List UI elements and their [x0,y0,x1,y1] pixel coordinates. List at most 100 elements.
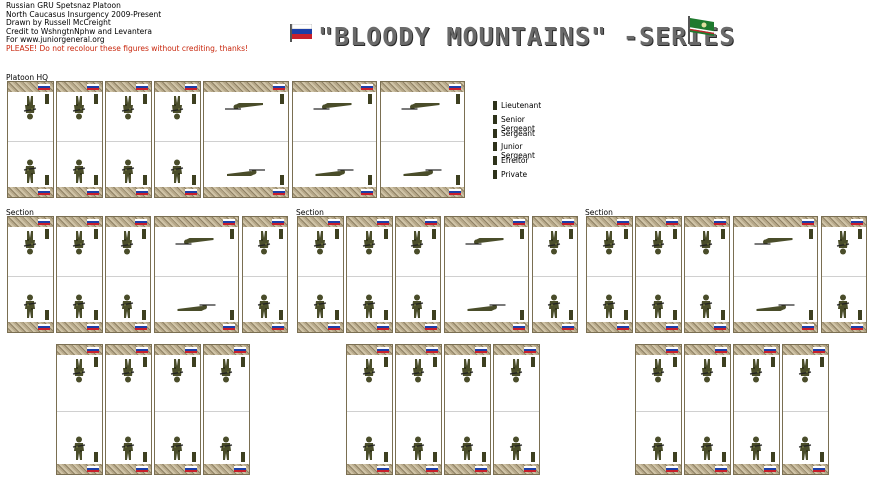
terrain-base [636,217,681,227]
russian-flag-icon [617,324,629,330]
russian-flag-icon [87,347,99,353]
rank-insignia-icon [192,94,196,104]
soldier-figure-icon [749,359,763,383]
terrain-base [636,322,681,332]
rank-insignia-icon [335,229,339,239]
terrain-base [533,322,577,332]
rank-insignia-icon [493,101,497,110]
russian-flag-icon [234,466,246,472]
terrain-base [783,464,828,474]
terrain-base [57,82,102,92]
soldier-figure-icon [23,231,37,255]
figure-card [493,344,540,475]
rank-insignia-icon [94,310,98,320]
rank-insignia-icon [45,310,49,320]
terrain-base [204,464,249,474]
soldier-figure-icon [836,294,850,318]
terrain-base [347,345,392,355]
figure-card [821,216,867,333]
figure-card [684,216,730,333]
terrain-base [243,322,287,332]
fold-line [106,410,151,412]
rank-insignia-icon [94,357,98,367]
figure-card [733,344,780,475]
terrain-base [636,464,681,474]
fold-line [347,275,392,277]
terrain-base [243,217,287,227]
rank-insignia-icon [192,357,196,367]
figure-card [154,344,201,475]
russian-flag-icon [377,466,389,472]
rank-insignia-icon [858,229,862,239]
terrain-base [783,345,828,355]
rank-insignia-icon [241,357,245,367]
figure-card [242,216,288,333]
terrain-base [8,322,53,332]
rank-insignia-icon [142,310,146,320]
section-label: Section [585,208,613,217]
soldier-figure-icon [72,294,86,318]
soldier-figure-icon [257,294,271,318]
soldier-figure-icon [121,359,135,383]
soldier-figure-icon [509,436,523,460]
fold-line [783,410,828,412]
rank-insignia-icon [143,452,147,462]
prone-soldier-icon [467,304,506,311]
russian-flag-icon [377,324,389,330]
russian-flag-icon [425,324,437,330]
section-label: Section [6,208,34,217]
rank-insignia-icon [142,229,146,239]
fold-line [155,410,200,412]
rank-insignia-icon [279,310,283,320]
russian-flag-icon [666,347,678,353]
figure-card [782,344,829,475]
fold-line [155,275,238,277]
fold-line [533,275,577,277]
terrain-base [734,345,779,355]
figure-card [154,216,239,333]
rank-insignia-icon [94,94,98,104]
figure-card [346,344,393,475]
russian-flag-icon [38,324,50,330]
terrain-base [445,464,490,474]
terrain-base [155,464,200,474]
russian-flag-icon [475,347,487,353]
rank-insignia-icon [809,229,813,239]
rank-insignia-icon [230,229,234,239]
rank-insignia-icon [721,310,725,320]
terrain-base [155,322,238,332]
terrain-base [396,322,440,332]
prone-soldier-icon [313,103,352,110]
russian-flag-icon [426,466,438,472]
terrain-base [293,82,376,92]
figure-card [7,81,54,198]
russian-flag-icon [851,219,863,225]
rank-insignia-icon [384,452,388,462]
fold-line [8,275,53,277]
figure-card [105,344,152,475]
credit-line: Russian GRU Spetsnaz Platoon [6,1,121,10]
figure-card [154,81,201,198]
terrain-base [445,322,528,332]
figure-card [635,344,682,475]
russian-flag-icon [136,347,148,353]
russian-flag-icon [715,466,727,472]
rank-insignia-icon [456,94,460,104]
credits-block: Russian GRU Spetsnaz Platoon North Cauca… [6,1,248,54]
soldier-figure-icon [170,436,184,460]
rank-insignia-icon [368,175,372,185]
soldier-figure-icon [651,436,665,460]
rank-insignia-icon [493,142,497,152]
russian-flag-icon [361,84,373,90]
terrain-base [381,82,464,92]
soldier-figure-icon [120,294,134,318]
fold-line [636,410,681,412]
credit-line: North Caucasus Insurgency 2009-Present [6,9,162,19]
soldier-figure-icon [121,96,135,120]
ichkeria-flag-icon [688,16,715,44]
russian-flag-icon [426,347,438,353]
soldier-figure-icon [798,359,812,383]
terrain-base [57,322,102,332]
terrain-base [106,345,151,355]
terrain-base [381,187,464,197]
